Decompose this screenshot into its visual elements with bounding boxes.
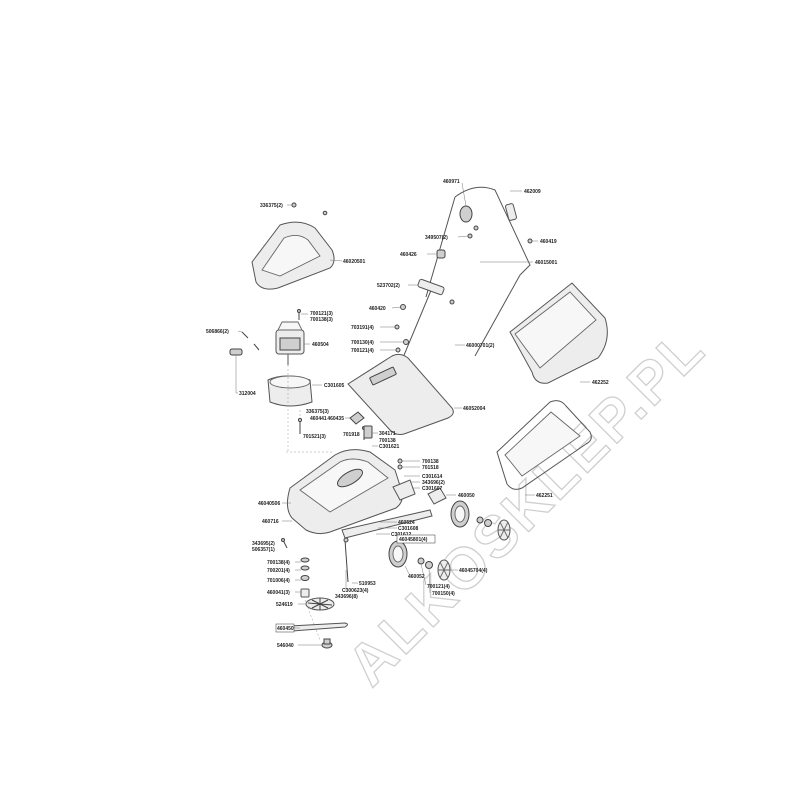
cable-clips-349507 xyxy=(457,225,479,239)
upper-handle xyxy=(425,186,531,298)
label-700138: 700138 xyxy=(379,438,396,444)
label-336375-3: 336375(3) xyxy=(306,409,329,415)
label-701006-4: 701006(4) xyxy=(267,578,290,584)
label-506866-2: 506866(2) xyxy=(206,329,229,335)
label-462009: 462009 xyxy=(524,189,541,195)
axle-assembly xyxy=(341,509,433,539)
label-46000701-2: 46000701(2) xyxy=(466,343,495,349)
wheel-rear-right xyxy=(450,500,470,528)
label-523702-2: 523702(2) xyxy=(377,283,400,289)
cable-clip xyxy=(229,348,243,394)
label-700138-b: 700138 xyxy=(422,459,439,465)
label-46015001: 46015001 xyxy=(535,260,557,266)
blade-bolt-546040 xyxy=(298,638,333,649)
label-700130-4: 700130(4) xyxy=(351,340,374,346)
label-343696-2: 343696(2) xyxy=(422,480,445,486)
wheel-hub-rear xyxy=(476,516,511,541)
cable-460419 xyxy=(527,238,538,244)
handle-bolts xyxy=(380,299,455,353)
label-304171: 304171 xyxy=(379,431,396,437)
label-701518: 701518 xyxy=(422,465,439,471)
label-343695-2: 343695(2) xyxy=(252,541,275,547)
wheel-hub-front xyxy=(417,557,458,594)
grass-bag xyxy=(509,282,608,384)
motor-screws xyxy=(297,309,308,320)
label-524619: 524619 xyxy=(276,602,293,608)
label-700121-3: 700121(3) xyxy=(310,311,333,317)
part-labels: 336375(2) 46020501 460971 462009 349507(… xyxy=(206,179,609,649)
label-700138-3: 700138(3) xyxy=(310,317,333,323)
label-460716: 460716 xyxy=(262,519,279,525)
label-343696-8: 343696(8) xyxy=(335,594,358,600)
label-46020501: 46020501 xyxy=(343,259,365,265)
label-460426: 460426 xyxy=(400,252,417,258)
motor-cover xyxy=(251,221,343,290)
switch-box-460426 xyxy=(505,203,517,221)
fan-524619 xyxy=(298,597,335,611)
label-312004: 312004 xyxy=(239,391,256,397)
label-700121-4: 700121(4) xyxy=(351,348,374,354)
washer-700138 xyxy=(397,458,420,470)
label-701918: 701918 xyxy=(343,432,360,438)
deck-screws-701521 xyxy=(297,417,303,434)
label-460420: 460420 xyxy=(369,306,386,312)
label-510953: 510953 xyxy=(359,581,376,587)
handle-bracket-523702 xyxy=(408,278,445,296)
label-46045801-4-box: 46045801(4) xyxy=(396,534,436,544)
screw-336375-2 xyxy=(287,202,328,216)
label-46045801-4: 46045801(4) xyxy=(399,537,428,543)
label-700121-4b: 700121(4) xyxy=(427,584,450,590)
mower-deck xyxy=(282,449,403,535)
label-700150-4: 700150(4) xyxy=(432,591,455,597)
label-700138-4: 700138(4) xyxy=(267,560,290,566)
label-C301621: C301621 xyxy=(379,444,400,450)
label-462252: 462252 xyxy=(592,380,609,386)
label-460504: 460504 xyxy=(312,342,329,348)
label-C301607: C301607 xyxy=(422,486,443,492)
motor-duct xyxy=(267,375,322,407)
label-336375-2: 336375(2) xyxy=(260,203,283,209)
label-460450: 460450 xyxy=(277,626,294,632)
label-460419: 460419 xyxy=(540,239,557,245)
blade-460450 xyxy=(287,622,348,632)
label-460441: 460441 xyxy=(310,416,327,422)
label-700201-4: 700201(4) xyxy=(267,568,290,574)
label-460050: 460050 xyxy=(458,493,475,499)
wheel-front xyxy=(388,540,410,575)
label-C301605: C301605 xyxy=(324,383,345,389)
label-C301614: C301614 xyxy=(422,474,443,480)
motor xyxy=(275,321,310,365)
label-46052004: 46052004 xyxy=(463,406,485,412)
switch-304171 xyxy=(363,425,378,439)
screws-506866 xyxy=(237,330,260,351)
label-349507-2: 349507(2) xyxy=(425,235,448,241)
label-C300623-4: C300623(4) xyxy=(342,588,369,594)
label-460450-box: 460450 xyxy=(275,623,295,633)
label-46045704-4: 46045704(4) xyxy=(459,568,488,574)
label-460052: 460052 xyxy=(408,574,425,580)
cable-relief-460435 xyxy=(345,411,365,425)
front-axle-parts xyxy=(343,537,358,590)
handle-knob-460971 xyxy=(459,182,473,223)
washer-stack xyxy=(295,557,310,598)
label-46040506: 46040506 xyxy=(258,501,280,507)
height-lever-460050 xyxy=(427,487,456,505)
label-701521-3: 701521(3) xyxy=(303,434,326,440)
knob-460420 xyxy=(427,249,446,259)
label-546040: 546040 xyxy=(277,643,294,649)
rear-flap-46052004 xyxy=(347,353,462,435)
screws-left-343695 xyxy=(281,538,288,549)
label-460524: 460524 xyxy=(398,520,415,526)
axle-bracket xyxy=(392,475,420,501)
label-703191-4: 703191(4) xyxy=(351,325,374,331)
label-460435: 460435 xyxy=(327,416,344,422)
label-C301608: C301608 xyxy=(398,526,419,532)
label-460971: 460971 xyxy=(443,179,460,185)
label-506357-1: 506357(1) xyxy=(252,547,275,553)
grass-bag-frame xyxy=(496,400,592,496)
lower-handle xyxy=(401,261,533,361)
label-460041-3: 460041(3) xyxy=(267,590,290,596)
label-462251: 462251 xyxy=(536,493,553,499)
